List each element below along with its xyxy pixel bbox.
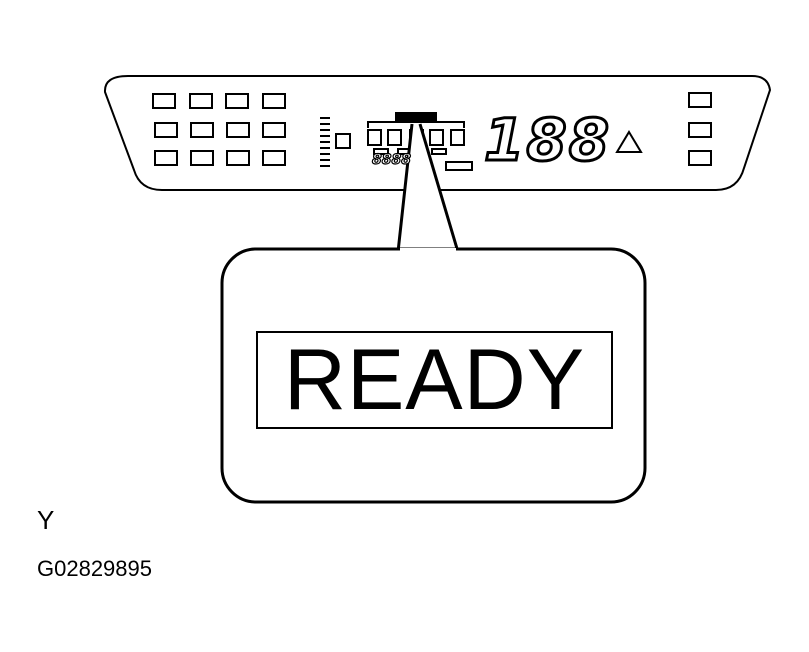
bar-gauge-icon xyxy=(320,117,330,167)
figure-code: G02829895 xyxy=(37,556,152,581)
ready-text: READY xyxy=(283,332,586,428)
ready-indicator-bar xyxy=(395,112,437,122)
gauge-indicator-square xyxy=(335,133,351,149)
left-indicator-grid xyxy=(152,93,286,166)
warning-triangle-icon xyxy=(615,130,643,153)
odometer-digits: 8888 xyxy=(371,152,411,168)
right-indicator-column xyxy=(688,92,712,166)
ready-frame xyxy=(256,331,613,429)
view-label: Y xyxy=(37,505,55,535)
shift-bracket xyxy=(367,121,465,128)
instrument-panel-outline xyxy=(103,75,772,191)
speed-readout: 188 xyxy=(483,106,612,174)
